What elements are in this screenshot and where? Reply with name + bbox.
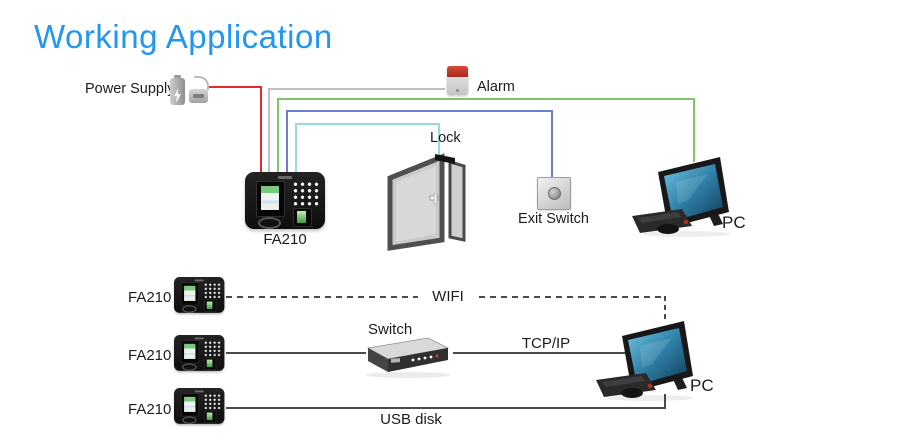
lightning-bolt-icon bbox=[174, 88, 181, 103]
fa210-terminal-icon bbox=[174, 277, 225, 313]
wire-exit-switch-blue bbox=[286, 110, 553, 112]
fa210-main-label: FA210 bbox=[263, 231, 307, 248]
wire-lock-cyan bbox=[295, 123, 440, 125]
pc-label-bottom: PC bbox=[690, 376, 714, 395]
device-screen bbox=[256, 181, 285, 217]
usb-disk-connection-label: USB disk bbox=[380, 411, 442, 428]
power-supply-icon bbox=[170, 74, 210, 107]
wire-exit-switch-blue bbox=[286, 110, 288, 172]
power-supply-label: Power Supply bbox=[85, 81, 175, 97]
wire-power-red bbox=[208, 86, 262, 88]
wire-exit-switch-blue bbox=[551, 110, 553, 178]
exit-switch-button-icon bbox=[537, 177, 571, 210]
fingerprint-reader-icon bbox=[204, 410, 217, 423]
wire-power-red bbox=[260, 86, 262, 172]
pc-icon bbox=[632, 157, 730, 237]
tcpip-line bbox=[453, 352, 636, 354]
wire-lock-cyan bbox=[438, 123, 440, 156]
adapter-plug-icon bbox=[189, 89, 208, 103]
exit-switch-label: Exit Switch bbox=[518, 211, 589, 227]
lock-strike-icon bbox=[435, 154, 455, 164]
alarm-label: Alarm bbox=[477, 79, 515, 95]
wifi-dashed-line bbox=[664, 296, 666, 322]
wire-alarm-gray bbox=[268, 88, 270, 172]
fa210-terminal-icon bbox=[174, 388, 225, 424]
pc-icon bbox=[596, 321, 694, 401]
device-keypad bbox=[291, 180, 319, 206]
fa210-terminal-icon bbox=[174, 335, 225, 371]
device-brand-strip bbox=[278, 176, 292, 179]
pc-label-top: PC bbox=[722, 213, 746, 232]
wifi-connection-label: WIFI bbox=[418, 288, 478, 305]
tcpip-connection-label: TCP/IP bbox=[521, 335, 571, 352]
fingerprint-reader-icon bbox=[204, 357, 217, 370]
wire-pc-green bbox=[693, 98, 695, 162]
wire-alarm-gray bbox=[268, 88, 445, 90]
wire-pc-green bbox=[277, 98, 695, 100]
alarm-siren-icon bbox=[447, 66, 468, 95]
device-speaker bbox=[258, 217, 281, 229]
usb-disk-line bbox=[226, 407, 666, 409]
page-title: Working Application bbox=[34, 18, 333, 55]
device-lcd bbox=[261, 186, 279, 210]
fa210-row2-label: FA210 bbox=[128, 347, 172, 364]
wire-pc-green bbox=[277, 98, 279, 172]
fingerprint-reader-icon bbox=[204, 299, 217, 312]
fa210-row3-label: FA210 bbox=[128, 401, 172, 418]
lock-label: Lock bbox=[430, 130, 461, 146]
battery-icon bbox=[170, 75, 185, 105]
fingerprint-reader-icon bbox=[293, 208, 312, 227]
open-door-icon bbox=[387, 153, 466, 251]
switch-label: Switch bbox=[368, 321, 413, 338]
fa210-terminal-icon bbox=[245, 172, 325, 229]
network-switch-icon bbox=[366, 337, 450, 378]
wire-lock-cyan bbox=[295, 123, 297, 172]
adapter-cord-icon bbox=[194, 76, 209, 90]
usb-disk-line bbox=[664, 394, 666, 408]
fa210-row1-label: FA210 bbox=[128, 289, 172, 306]
tcpip-line bbox=[226, 352, 366, 354]
